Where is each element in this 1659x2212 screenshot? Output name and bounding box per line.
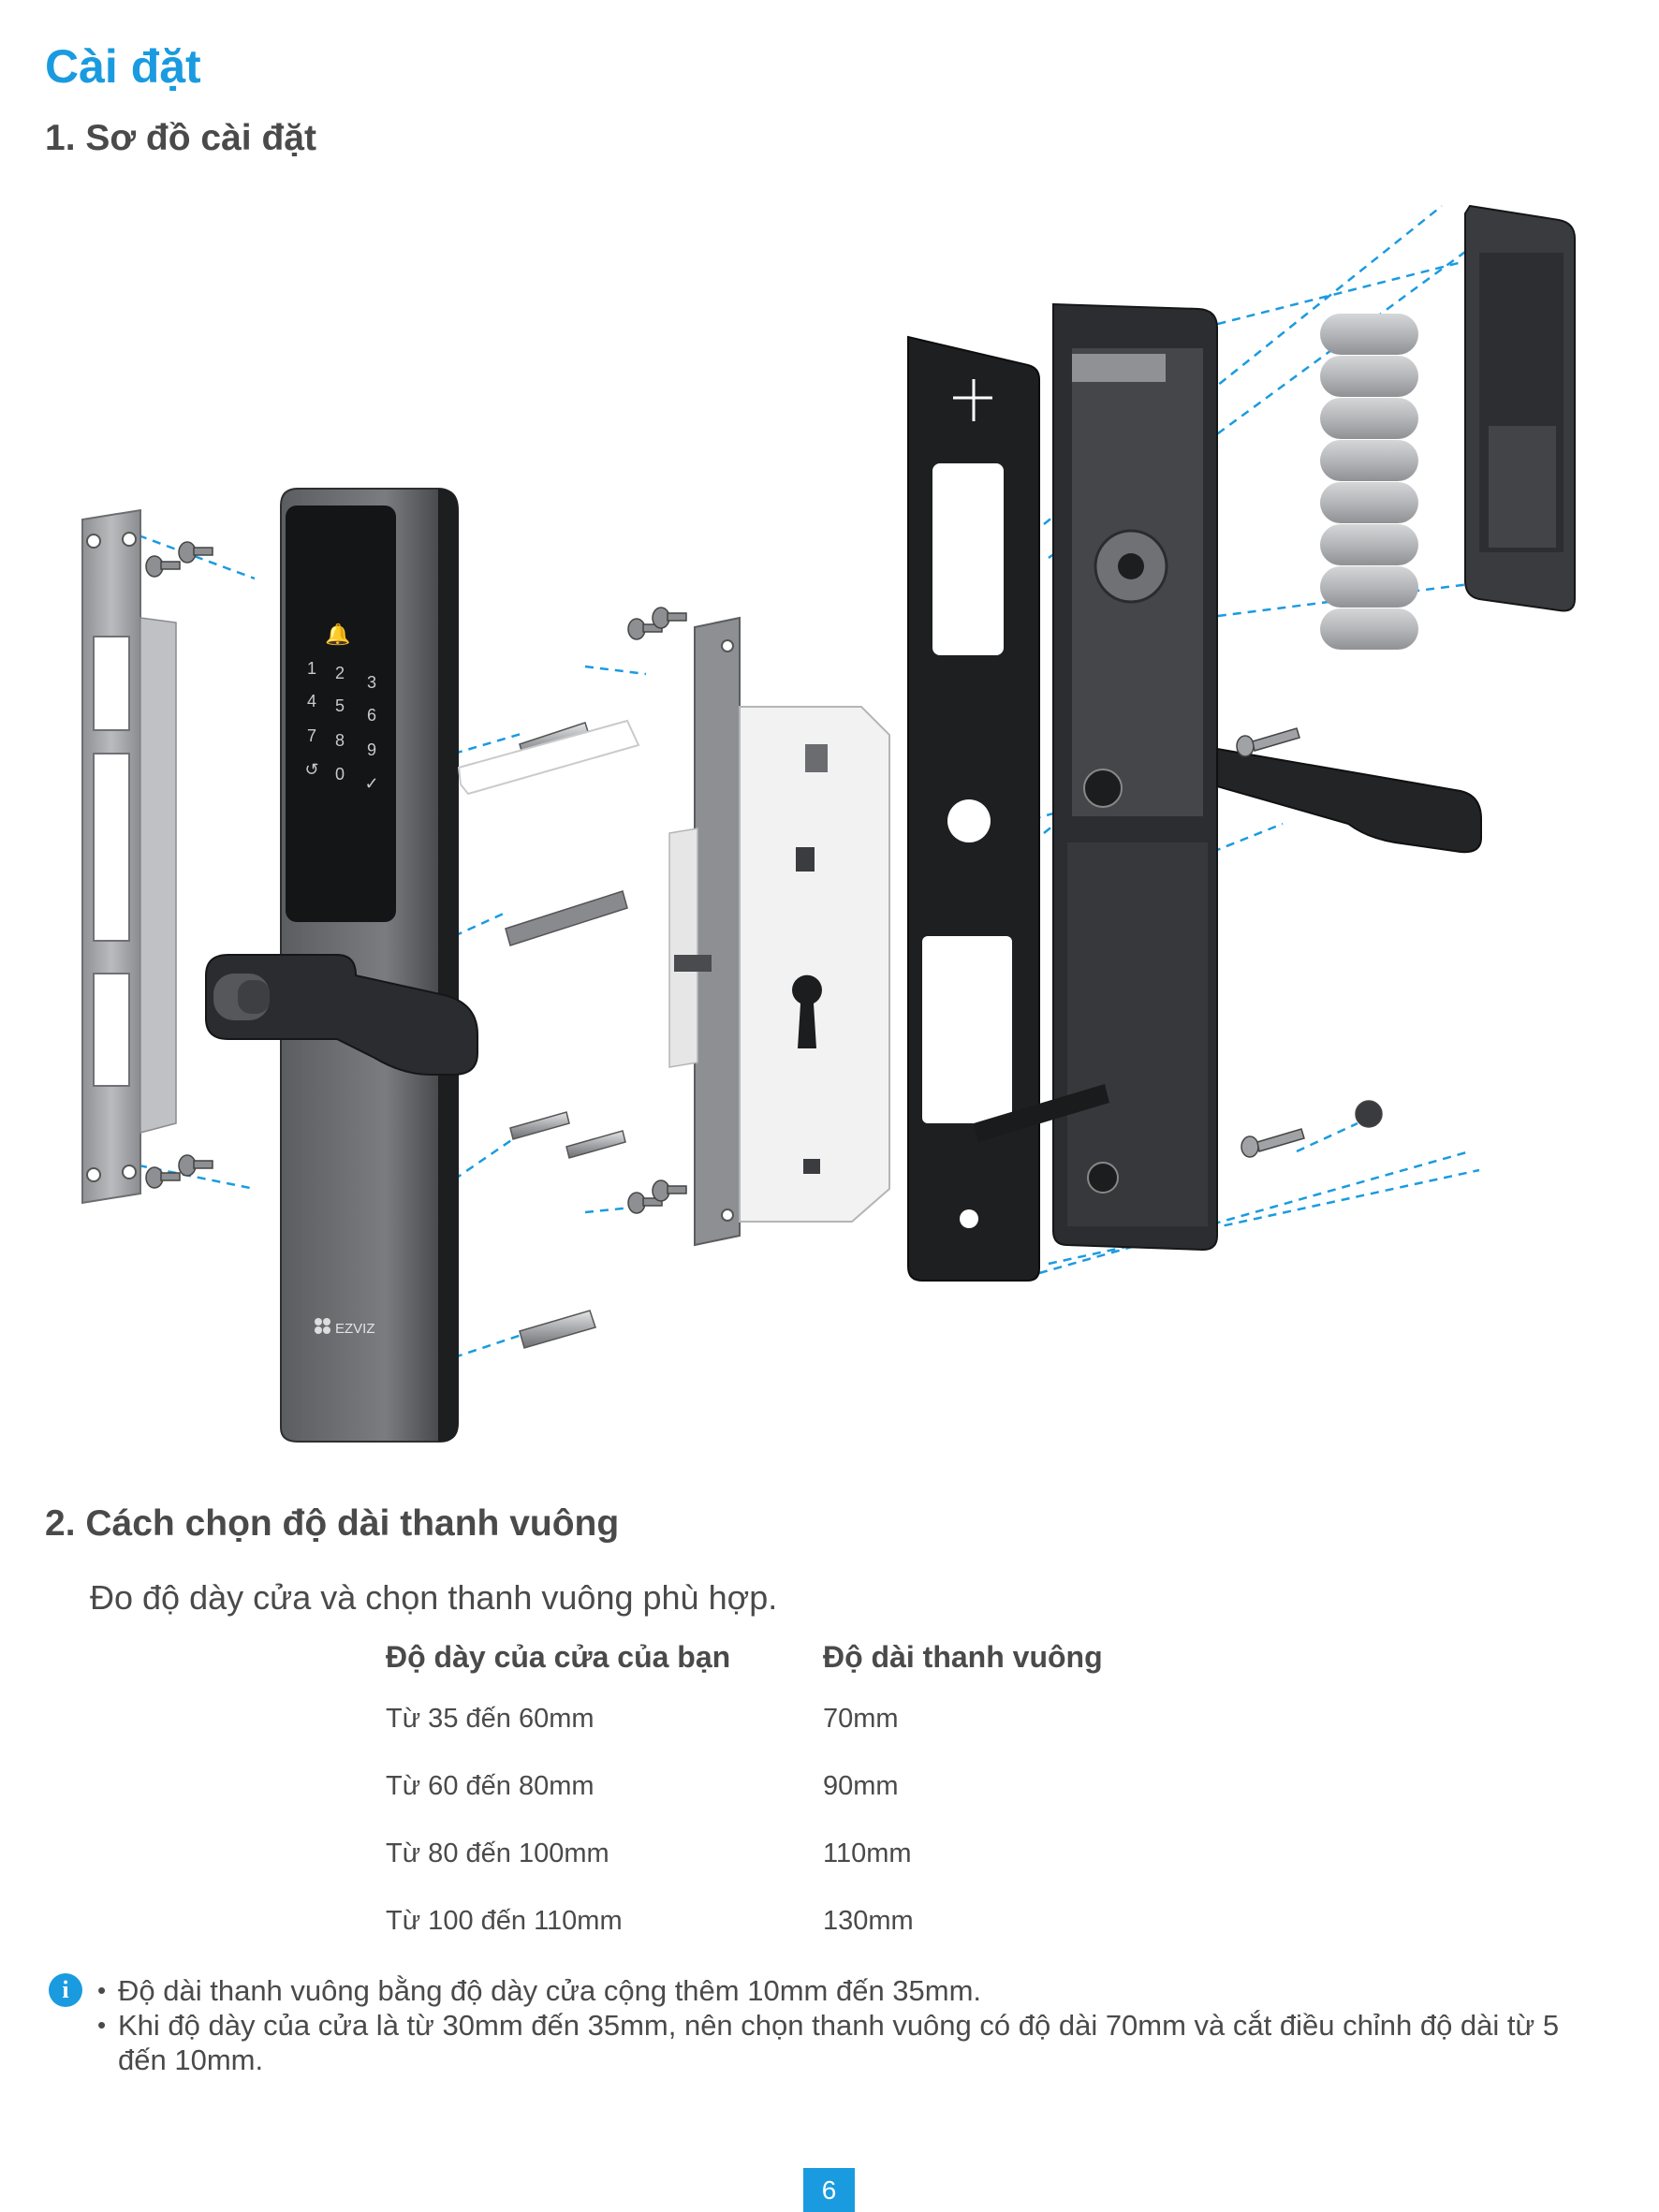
batteries [1320, 314, 1418, 650]
spindle-length-table: Độ dày của cửa của bạn Độ dài thanh vuôn… [374, 1629, 1207, 1955]
screws-right [1236, 727, 1383, 1158]
column-header-spindle-length: Độ dài thanh vuông [823, 1639, 1103, 1674]
cell-door-thickness: Từ 35 đến 60mm [386, 1703, 595, 1734]
rear-lock-panel [974, 302, 1482, 1252]
svg-text:↺: ↺ [304, 760, 318, 779]
brand-logo-text: EZVIZ [335, 1321, 375, 1337]
cell-spindle-length: 110mm [823, 1838, 912, 1868]
cell-spindle-length: 70mm [823, 1703, 899, 1734]
mortise-lock-body [668, 616, 890, 1247]
rear-gasket [907, 335, 1040, 1282]
svg-text:2: 2 [335, 664, 345, 682]
cell-spindle-length: 90mm [823, 1770, 899, 1801]
svg-text:9: 9 [367, 740, 376, 759]
intro-text: Đo độ dày cửa và chọn thanh vuông phù hợ… [90, 1578, 778, 1617]
section-heading-spindle-length: 2. Cách chọn độ dài thanh vuông [45, 1503, 620, 1544]
svg-text:7: 7 [307, 726, 316, 745]
note-item: Độ dài thanh vuông bằng độ dày cửa cộng … [97, 1973, 1595, 2008]
strike-plate [81, 508, 177, 1205]
table-header-row: Độ dày của cửa của bạn Độ dài thanh vuôn… [374, 1629, 1207, 1685]
page-title: Cài đặt [45, 40, 201, 93]
svg-text:4: 4 [307, 692, 316, 710]
svg-text:8: 8 [335, 731, 345, 750]
cell-door-thickness: Từ 80 đến 100mm [386, 1838, 609, 1868]
table-row: Từ 60 đến 80mm 90mm [374, 1752, 1207, 1820]
cell-door-thickness: Từ 100 đến 110mm [386, 1905, 623, 1936]
table-row: Từ 35 đến 60mm 70mm [374, 1685, 1207, 1752]
svg-text:🔔: 🔔 [325, 623, 350, 646]
connecting-pins [457, 719, 640, 1349]
svg-text:✓: ✓ [364, 774, 378, 793]
section-heading-install-diagram: 1. Sơ đồ cài đặt [45, 118, 316, 158]
table-row: Từ 100 đến 110mm 130mm [374, 1887, 1207, 1955]
svg-text:5: 5 [335, 696, 345, 715]
column-header-door-thickness: Độ dày của cửa của bạn [386, 1639, 731, 1674]
cell-spindle-length: 130mm [823, 1905, 914, 1936]
note-item: Khi độ dày của cửa là từ 30mm đến 35mm, … [97, 2008, 1595, 2077]
svg-text:1: 1 [307, 659, 316, 678]
info-icon: i [49, 1973, 82, 2007]
svg-text:6: 6 [367, 706, 376, 725]
ezviz-logo: EZVIZ [315, 1318, 375, 1337]
screws-mortise [627, 607, 687, 1214]
screws-left [145, 541, 213, 1189]
svg-text:0: 0 [335, 765, 345, 784]
battery-cover [1464, 204, 1576, 612]
table-row: Từ 80 đến 100mm 110mm [374, 1820, 1207, 1887]
note-list: Độ dài thanh vuông bằng độ dày cửa cộng … [97, 1973, 1595, 2077]
page-number: 6 [803, 2168, 855, 2212]
svg-text:3: 3 [367, 673, 376, 692]
cell-door-thickness: Từ 60 đến 80mm [386, 1770, 595, 1801]
